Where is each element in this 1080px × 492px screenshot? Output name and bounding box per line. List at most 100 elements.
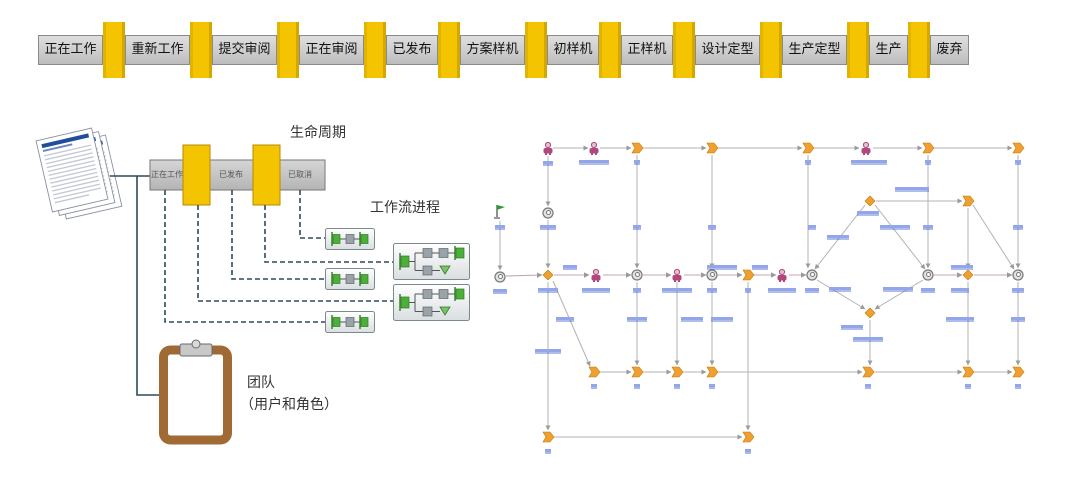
document-stack-icon [35,127,123,220]
gear-icon [806,269,818,281]
node-label-mark [708,225,716,230]
node-label-mark [707,265,737,270]
workflow-connector [505,272,543,278]
activity-chevron-icon [1012,366,1025,378]
node-label-mark [1011,317,1025,322]
workflow-branch-process-icon [393,284,470,321]
node-label-mark [745,288,751,293]
activity-chevron-icon [1012,142,1025,154]
state-gate [673,22,695,78]
workflow-connector [972,204,1015,270]
lifecycle-state: 生产 [869,35,908,65]
workflow-branch-process-icon [393,243,470,280]
node-label-mark [582,288,610,293]
state-gate [277,22,299,78]
activity-chevron-icon [962,195,975,207]
activity-chevron-icon [802,142,815,154]
node-label-mark [633,288,641,293]
state-gate [599,22,621,78]
node-label-mark [829,287,851,292]
node-label-mark [923,225,933,230]
workflow-connector [874,279,924,310]
node-label-mark [921,288,935,293]
state-gate [103,22,125,78]
node-label-mark [634,160,640,165]
state-gate [438,22,460,78]
lifecycle-state: 正在审阅 [299,35,364,65]
node-label-mark [563,265,577,270]
node-label-mark [543,161,553,166]
node-label-mark [556,317,574,322]
node-label-mark [895,187,929,192]
gear-icon [494,271,506,283]
workflow-connector [814,204,866,270]
node-label-mark [880,225,910,230]
node-label-mark [752,265,768,270]
activity-chevron-icon [742,269,755,281]
lifecycle-state: 生产定型 [782,35,847,65]
node-label-mark [965,384,971,389]
workflow-connector [299,190,325,239]
node-label-mark [946,317,974,322]
state-gate [190,22,212,78]
gear-icon [1012,269,1024,281]
document-to-team-connector [136,176,160,396]
node-label-mark [633,225,641,230]
node-label-mark [538,288,558,293]
gear-icon [922,269,934,281]
workflow-title: 工作流进程 [370,200,440,216]
node-label-mark [1015,160,1021,165]
node-label-mark [1015,384,1021,389]
node-label-mark [711,317,733,322]
decision-diamond-icon [864,307,876,319]
activity-chevron-icon [671,366,684,378]
workflow-process-icon [325,268,375,290]
assignee-person-icon [591,268,601,282]
lifecycle-state: 正样机 [621,35,673,65]
lifecycle-state: 方案样机 [460,35,525,65]
activity-chevron-icon [706,366,719,378]
lifecycle-gate [182,144,211,206]
node-label-mark [579,160,609,165]
node-label-mark [540,225,556,230]
node-label-mark [627,317,647,322]
node-label-mark [745,449,751,454]
team-subtitle: （用户和角色） [240,397,338,413]
lifecycle-title: 生命周期 [290,125,346,141]
activity-chevron-icon [631,142,644,154]
node-label-mark [808,225,816,230]
workflow-process-icon [325,311,375,333]
workflow-connector [874,204,926,270]
node-label-mark [709,384,715,389]
lifecycle-state: 废弃 [930,35,969,65]
node-label-mark [883,287,913,292]
node-label-mark [827,235,849,240]
decision-diamond-icon [864,195,876,207]
lifecycle-mini-state: 正在工作 [151,170,183,179]
state-gate [760,22,782,78]
lifecycle-state: 初样机 [547,35,599,65]
node-label-mark [634,384,640,389]
state-gate [364,22,386,78]
lifecycle-state: 提交审阅 [212,35,277,65]
lifecycle-state: 重新工作 [125,35,190,65]
lifecycle-state: 设计定型 [695,35,760,65]
node-label-mark [707,288,717,293]
workflow-connector [816,279,866,310]
node-label-mark [853,337,883,342]
activity-chevron-icon [588,366,601,378]
gear-icon [706,269,718,281]
node-label-mark [768,288,796,293]
node-label-mark [951,265,973,270]
decision-diamond-icon [962,269,974,281]
lifecycle-mini-state: 已发布 [219,170,243,179]
assignee-person-icon [861,141,871,155]
team-title: 团队 [247,375,275,391]
lifecycle-mini-state: 已取消 [288,170,312,179]
lifecycle-state: 已发布 [386,35,438,65]
activity-chevron-icon [862,366,875,378]
node-label-mark [805,160,811,165]
clipboard-icon [159,339,232,445]
gear-icon [631,269,643,281]
